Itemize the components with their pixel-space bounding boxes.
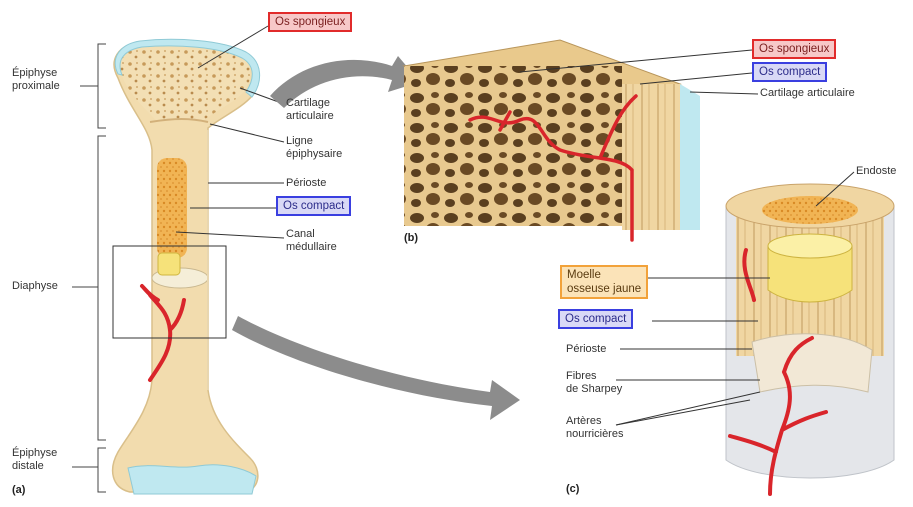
label-perioste-c: Périoste: [566, 343, 606, 356]
label-line: épiphysaire: [286, 148, 342, 161]
label-endoste: Endoste: [856, 165, 896, 178]
label-os-spongieux-a: Os spongieux: [268, 12, 352, 32]
yellow-marrow-a: [158, 253, 180, 275]
panel-c-label: (c): [566, 483, 579, 495]
label-line: Ligne: [286, 135, 342, 148]
panel-b-label: (b): [404, 232, 418, 244]
sharpey-fibres: [752, 334, 872, 392]
label-perioste-a: Périoste: [286, 177, 326, 190]
label-os-compact-b: Os compact: [752, 62, 827, 82]
label-fibres-de-sharpey: Fibres de Sharpey: [566, 370, 622, 396]
distal-cartilage: [128, 465, 256, 494]
label-cartilage-articulaire-a: Cartilage articulaire: [286, 97, 334, 123]
label-line: distale: [12, 460, 57, 473]
label-line: Épiphyse: [12, 447, 57, 460]
label-line: osseuse jaune: [567, 282, 641, 296]
label-os-spongieux-b: Os spongieux: [752, 39, 836, 59]
marrow-top: [768, 234, 852, 258]
label-line: proximale: [12, 80, 60, 93]
label-line: Épiphyse: [12, 67, 60, 80]
trabecular-region: [404, 66, 622, 226]
label-cartilage-articulaire-b: Cartilage articulaire: [760, 87, 855, 100]
label-line: Cartilage: [286, 97, 334, 110]
label-line: médullaire: [286, 241, 337, 254]
label-canal-medullaire: Canal médullaire: [286, 228, 337, 254]
label-line: Artères: [566, 415, 623, 428]
label-os-compact-a: Os compact: [276, 196, 351, 216]
medullary-cavity: [157, 158, 187, 258]
label-arteres-nourricieres: Artères nourricières: [566, 415, 623, 441]
label-diaphyse: Diaphyse: [12, 280, 58, 293]
block-b: [404, 40, 700, 240]
label-epiphyse-distale: Épiphyse distale: [12, 447, 57, 473]
label-line: Fibres: [566, 370, 622, 383]
panel-a-label: (a): [12, 484, 25, 496]
label-moelle-osseuse-jaune: Moelle osseuse jaune: [560, 265, 648, 299]
cylinder-c: [726, 184, 894, 494]
endosteum-spongy: [762, 196, 858, 224]
brackets: [72, 44, 106, 492]
label-os-compact-c: Os compact: [558, 309, 633, 329]
label-line: nourricières: [566, 428, 623, 441]
label-line: Moelle: [567, 268, 641, 282]
label-epiphyse-proximale: Épiphyse proximale: [12, 67, 60, 93]
label-line: articulaire: [286, 110, 334, 123]
label-line: de Sharpey: [566, 383, 622, 396]
label-ligne-epiphysaire: Ligne épiphysaire: [286, 135, 342, 161]
cartilage-b: [680, 84, 700, 230]
arrow-to-c: [232, 316, 520, 420]
long-bone: [113, 39, 260, 494]
label-line: Canal: [286, 228, 337, 241]
